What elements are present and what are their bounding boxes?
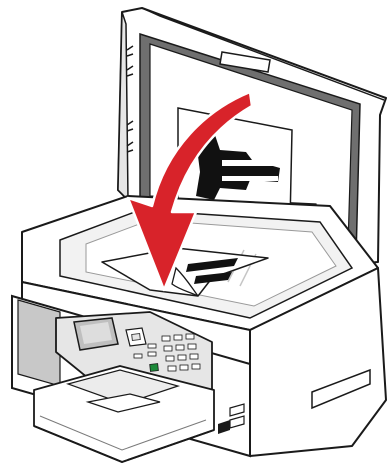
- start-button: [150, 364, 159, 372]
